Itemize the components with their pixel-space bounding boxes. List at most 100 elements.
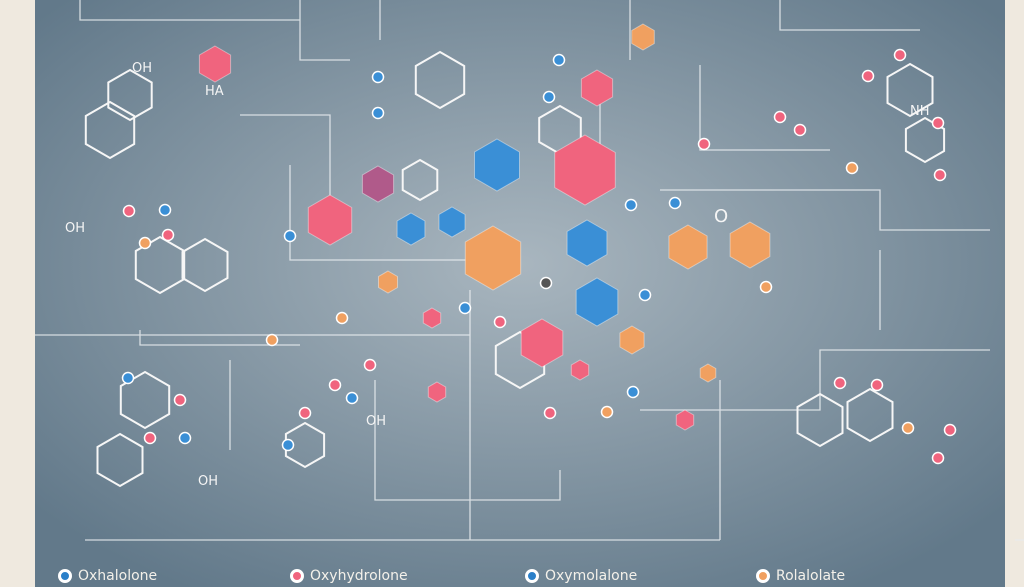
ring [284, 421, 326, 469]
atom-node [638, 288, 652, 302]
legend-dot-icon [525, 569, 539, 583]
atom-node [345, 391, 359, 405]
atom-node [833, 376, 847, 390]
legend-dot-icon [290, 569, 304, 583]
legend-dot-icon [756, 569, 770, 583]
atom-node [265, 333, 279, 347]
hexagon-node [427, 381, 447, 403]
atom-node [539, 276, 553, 290]
atom-node [845, 161, 859, 175]
hexagon-node [198, 45, 232, 83]
ring [107, 68, 153, 122]
atom-node [668, 196, 682, 210]
atom-node [335, 311, 349, 325]
hexagon-node [422, 307, 442, 329]
atom-node [371, 106, 385, 120]
hexagon-node [378, 270, 398, 294]
atom-node [161, 228, 175, 242]
hexagon-node [668, 224, 708, 270]
atom-node [493, 315, 507, 329]
ring [84, 100, 136, 160]
atom-node [901, 421, 915, 435]
atom-node [173, 393, 187, 407]
connector-line [289, 165, 470, 261]
atom-node [328, 378, 342, 392]
connector-lines [35, 0, 1024, 541]
hexagon-node [520, 318, 564, 368]
atom-node [298, 406, 312, 420]
atom-node [158, 203, 172, 217]
hexagon-node [580, 69, 614, 107]
legend-dot-icon [58, 569, 72, 583]
atom-node [122, 204, 136, 218]
atom-node [697, 137, 711, 151]
ring [401, 158, 439, 202]
hexagon-node [675, 409, 695, 431]
hexagon-node [699, 363, 717, 383]
atom-node [138, 236, 152, 250]
atom-node [458, 301, 472, 315]
atom-node [931, 451, 945, 465]
atom-node [759, 280, 773, 294]
molecule-rings [84, 50, 946, 488]
label-oh: OH [65, 221, 85, 236]
hexagon-node [570, 359, 590, 381]
atom-node [626, 385, 640, 399]
atom-node [281, 438, 295, 452]
atom-node [943, 423, 957, 437]
hexagon-node [307, 194, 353, 246]
hexagon-node [396, 212, 426, 246]
atom-node [542, 90, 556, 104]
hexagon-node [566, 219, 608, 267]
label-oh: OH [132, 61, 152, 76]
atom-nodes [121, 48, 957, 465]
label-nh: NH [910, 104, 930, 119]
atom-node [933, 168, 947, 182]
hexagon-node [554, 134, 616, 206]
legend-item: Oxyhydrolone [290, 568, 408, 584]
ring [414, 50, 466, 110]
legend-label: Oxymolalone [545, 568, 638, 584]
label-ha: HA [205, 84, 224, 99]
hexagon-node [575, 277, 619, 327]
connector-line [660, 189, 990, 231]
atom-node [543, 406, 557, 420]
connector-line [699, 65, 830, 151]
atom-node [870, 378, 884, 392]
ring [796, 392, 844, 448]
hexagon-node [438, 206, 466, 238]
connector-line [240, 114, 331, 230]
hexagon-node [474, 138, 520, 192]
atom-node [600, 405, 614, 419]
atom-node [363, 358, 377, 372]
legend-item: Oxhalolone [58, 568, 157, 584]
atom-node [178, 431, 192, 445]
atom-node [121, 371, 135, 385]
connector-line [139, 330, 300, 346]
hexagon-node [464, 225, 522, 291]
hexagon-node [619, 325, 645, 355]
atom-node [773, 110, 787, 124]
atom-node [371, 70, 385, 84]
hexagon-node [361, 165, 395, 203]
ring [904, 116, 946, 164]
ring [886, 62, 934, 118]
atom-node [893, 48, 907, 62]
connector-line [374, 380, 561, 501]
legend-item: Rolalolate [756, 568, 845, 584]
connector-line [640, 349, 990, 411]
atom-node [624, 198, 638, 212]
ring [181, 237, 229, 293]
atom-node [793, 123, 807, 137]
legend-item: Oxymolalone [525, 568, 637, 584]
ring [846, 387, 894, 443]
atom-labels: OH HA OH NH O OH OH [65, 61, 930, 489]
atom-node [283, 229, 297, 243]
ring [119, 370, 171, 430]
hexagon-node [631, 23, 655, 51]
label-oh: OH [366, 414, 386, 429]
atom-node [861, 69, 875, 83]
diagram-panel [35, 0, 1005, 587]
connector-line [779, 0, 920, 31]
